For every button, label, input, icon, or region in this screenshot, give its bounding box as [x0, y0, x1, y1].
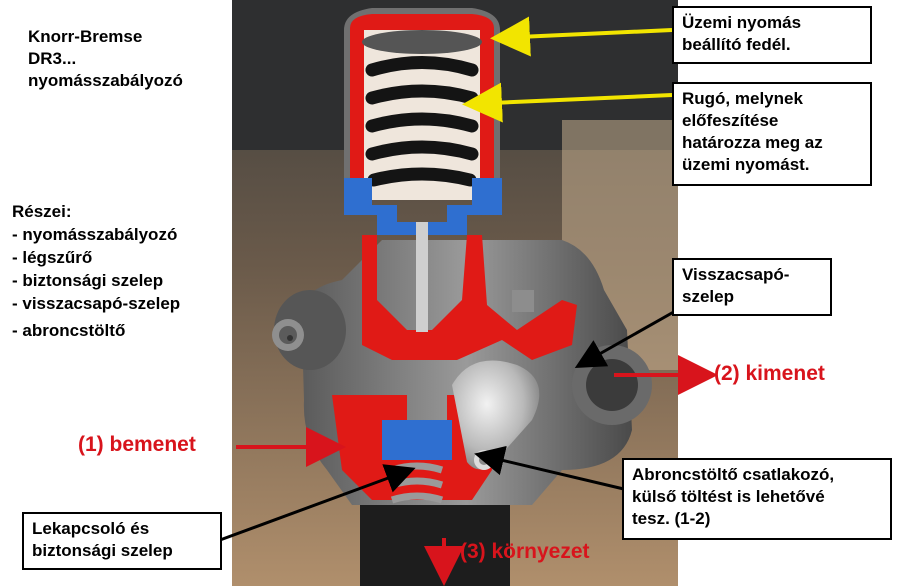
port-input-label: (1) bemenet [78, 433, 196, 456]
inflator-leader [474, 445, 629, 492]
callout-line: tesz. (1-2) [632, 509, 711, 528]
callout-line: Lekapcsoló és [32, 519, 150, 538]
callout-line: Abroncstöltő csatlakozó, [632, 465, 835, 484]
port-output-label: (2) kimenet [714, 362, 825, 385]
callout-line: Visszacsapó- [682, 265, 790, 284]
callout-line: előfeszítése [682, 111, 779, 130]
diagram-title: Knorr-Bremse DR3... nyomásszabályozó [28, 26, 183, 92]
parts-list: Részei: - nyomásszabályozó - légszűrő - … [12, 200, 180, 342]
spring-leader [462, 82, 673, 123]
callout-line: üzemi nyomást. [682, 155, 810, 174]
callout-spring: Rugó, melynek előfeszítése határozza meg… [672, 82, 872, 186]
title-line: DR3... [28, 49, 77, 68]
parts-item: - visszacsapó-szelep [12, 294, 181, 313]
callout-line: Üzemi nyomás [682, 13, 802, 32]
port-environment-label: (3) környezet [460, 540, 590, 563]
callout-tyre-inflator: Abroncstöltő csatlakozó, külső töltést i… [622, 458, 892, 540]
parts-item: - abroncstöltő [12, 321, 126, 340]
callout-cutoff-valve: Lekapcsoló és biztonsági szelep [22, 512, 222, 570]
callout-line: biztonsági szelep [32, 541, 173, 560]
parts-item: - légszűrő [12, 248, 93, 267]
callout-line: beállító fedél. [682, 35, 791, 54]
parts-item: - nyomásszabályozó [12, 225, 178, 244]
title-line: nyomásszabályozó [28, 71, 183, 90]
check-valve-leader [574, 303, 687, 368]
callout-cover: Üzemi nyomás beállító fedél. [672, 6, 872, 64]
title-line: Knorr-Bremse [28, 27, 143, 46]
callout-line: Rugó, melynek [682, 89, 803, 108]
parts-heading: Részei: [12, 202, 72, 221]
callout-line: határozza meg az [682, 133, 823, 152]
callout-line: szelep [682, 287, 734, 306]
callout-line: külső töltést is lehetővé [632, 487, 825, 506]
parts-item: - biztonsági szelep [12, 271, 164, 290]
callout-check-valve: Visszacsapó- szelep [672, 258, 832, 316]
cutoff-leader [219, 464, 416, 542]
cover-leader [490, 16, 673, 57]
